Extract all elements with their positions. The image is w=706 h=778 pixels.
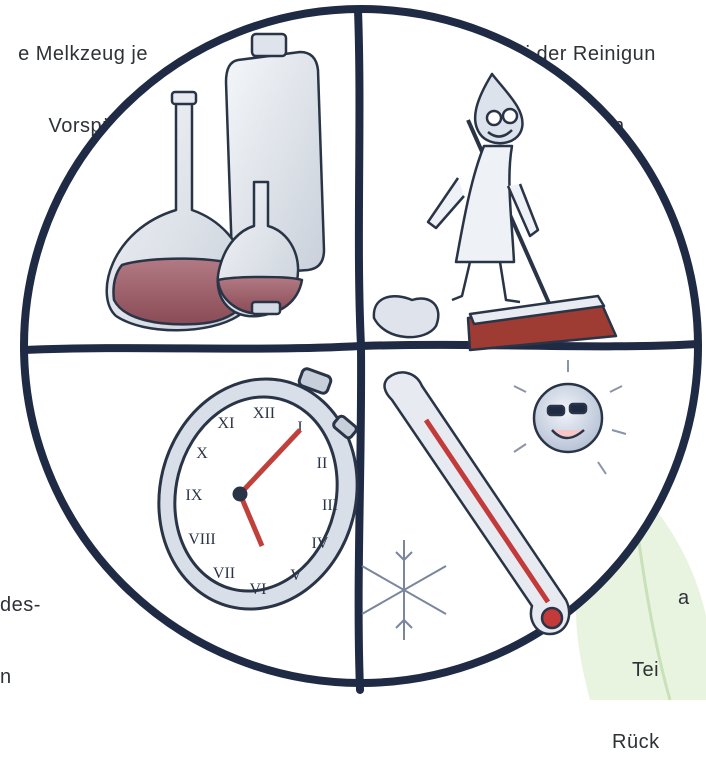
svg-text:X: X [196, 445, 208, 462]
circle-frame [24, 9, 698, 690]
svg-text:IX: IX [186, 487, 203, 504]
svg-text:XI: XI [218, 415, 235, 432]
svg-text:IV: IV [312, 535, 329, 552]
svg-text:II: II [317, 455, 328, 472]
sinner-circle-illustration: XII I II III IV V VI VII VIII IX X XI [0, 0, 706, 700]
svg-text:III: III [322, 497, 338, 514]
text-line: Rück [612, 730, 706, 754]
svg-text:XII: XII [253, 405, 275, 422]
svg-text:VII: VII [213, 565, 235, 582]
svg-text:VIII: VIII [188, 531, 216, 548]
svg-text:V: V [290, 567, 302, 584]
svg-text:VI: VI [250, 581, 267, 598]
